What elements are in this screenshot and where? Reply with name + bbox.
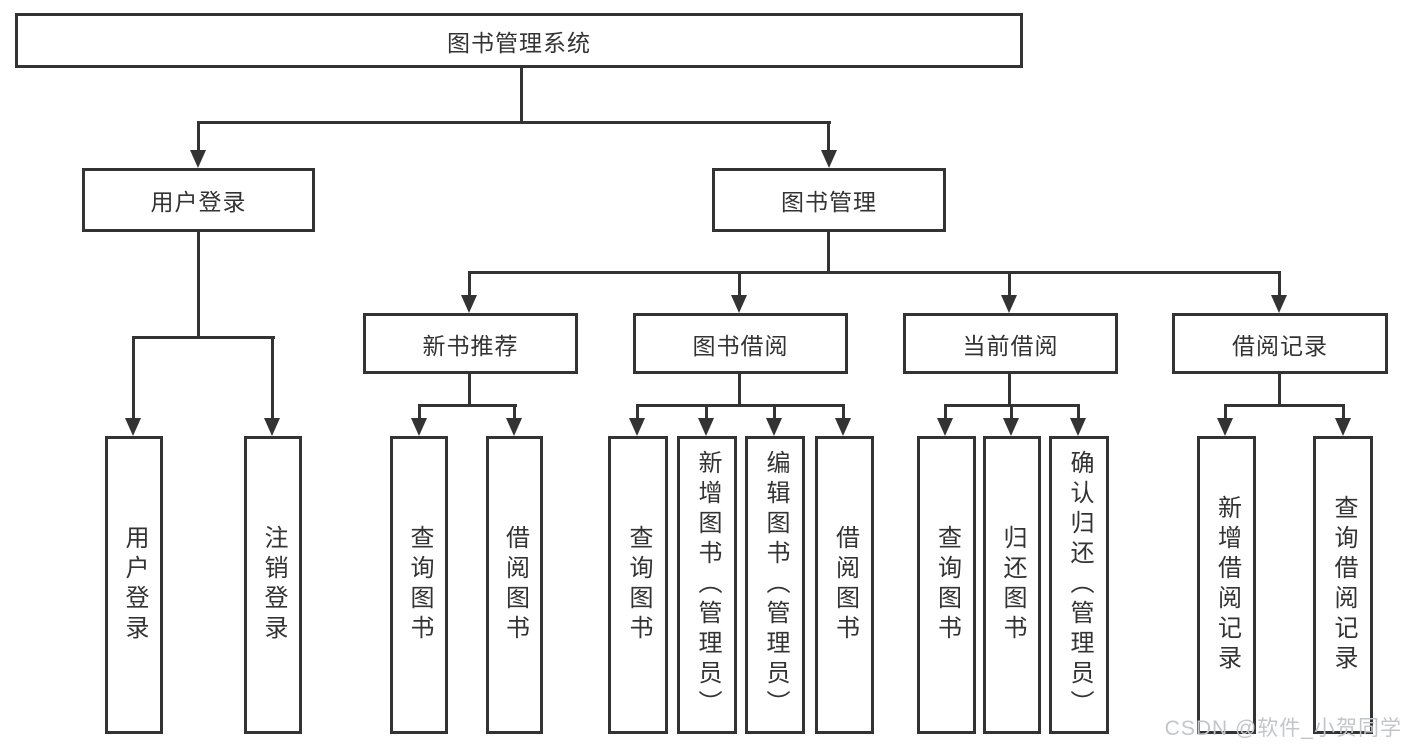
node-current-borrowing-label: 当前借阅 [962, 332, 1059, 359]
node-current-return-books-label: 归还图书 [999, 525, 1026, 645]
arrowhead-down [766, 418, 782, 436]
arrowhead-down [698, 418, 714, 436]
connector-records-stem [1278, 374, 1281, 406]
node-book-management: 图书管理 [712, 168, 946, 232]
node-book-management-label: 图书管理 [781, 189, 877, 215]
arrowhead-down [835, 418, 851, 436]
connector-borrow-4 [842, 404, 845, 419]
node-borrow-add-books-admin: 新增图书（管理员） [677, 436, 737, 734]
node-newrec-query-books-label: 查询图书 [406, 525, 433, 645]
node-newrec-query-books: 查询图书 [390, 436, 448, 734]
connector-newrec-rail [418, 404, 517, 407]
node-book-borrowing-label: 图书借阅 [692, 332, 789, 359]
arrowhead-down [1001, 295, 1017, 313]
connector-to-book-borrowing [738, 271, 741, 296]
connector-current-stem [1008, 374, 1011, 406]
node-current-query-books: 查询图书 [917, 436, 976, 734]
node-newrec-borrow-books-label: 借阅图书 [501, 525, 529, 645]
connector-newrec-right [513, 404, 516, 419]
connector-root-stem [520, 68, 523, 123]
node-newrec-borrow-books: 借阅图书 [486, 436, 543, 734]
node-current-confirm-return-admin-label: 确认归还（管理员） [1066, 450, 1093, 720]
arrowhead-down [264, 418, 280, 436]
connector-to-user-login [197, 121, 200, 151]
node-borrow-edit-books-admin: 编辑图书（管理员） [745, 436, 805, 734]
node-logout-label: 注销登录 [260, 525, 287, 645]
node-new-book-recommend-label: 新书推荐 [422, 332, 519, 359]
connector-records-rail [1224, 404, 1345, 407]
connector-to-new-book-recommend [468, 271, 471, 296]
node-library-system: 图书管理系统 [15, 13, 1023, 68]
node-book-borrowing: 图书借阅 [633, 313, 848, 374]
node-borrowing-records: 借阅记录 [1172, 313, 1388, 374]
node-login-label: 用户登录 [121, 525, 148, 645]
connector-current-2 [1010, 404, 1013, 419]
connector-current-3 [1077, 404, 1080, 419]
connector-level3-rail [468, 271, 1281, 274]
node-logout: 注销登录 [244, 436, 302, 734]
connector-to-current-borrowing [1008, 271, 1011, 296]
node-current-confirm-return-admin: 确认归还（管理员） [1049, 436, 1109, 734]
connector-borrow-3 [773, 404, 776, 419]
node-borrow-edit-books-admin-label: 编辑图书（管理员） [762, 450, 789, 720]
node-borrow-add-books-admin-label: 新增图书（管理员） [694, 450, 721, 720]
connector-records-left [1224, 404, 1227, 419]
arrowhead-down [1335, 418, 1351, 436]
node-library-system-label: 图书管理系统 [447, 29, 591, 56]
connector-newrec-stem [468, 374, 471, 406]
connector-to-logout [271, 336, 274, 418]
node-current-borrowing: 当前借阅 [903, 313, 1118, 374]
connector-user-login-rail [132, 336, 275, 339]
connector-current-1 [944, 404, 947, 419]
node-borrow-query-books-label: 查询图书 [625, 525, 652, 645]
node-user-login: 用户登录 [82, 168, 315, 232]
arrowhead-down [411, 418, 427, 436]
connector-borrow-1 [636, 404, 639, 419]
node-current-return-books: 归还图书 [983, 436, 1041, 734]
arrowhead-down [1070, 418, 1086, 436]
node-current-query-books-label: 查询图书 [933, 525, 961, 645]
node-borrow-query-books: 查询图书 [608, 436, 668, 734]
arrowhead-down [506, 418, 522, 436]
arrowhead-down [190, 150, 206, 168]
arrowhead-down [731, 295, 747, 313]
connector-to-book-management [827, 121, 830, 151]
arrowhead-down [461, 295, 477, 313]
connector-newrec-left [418, 404, 421, 419]
connector-to-login [132, 336, 135, 418]
node-records-query-record: 查询借阅记录 [1313, 436, 1373, 734]
node-new-book-recommend: 新书推荐 [363, 313, 578, 374]
arrowhead-down [125, 418, 141, 436]
connector-to-borrowing-records [1278, 271, 1281, 296]
node-borrow-borrow-books: 借阅图书 [815, 436, 874, 734]
node-records-add-record: 新增借阅记录 [1197, 436, 1256, 734]
csdn-watermark: CSDN @软件_小贺同学 [1164, 717, 1402, 740]
arrowhead-down [1271, 295, 1287, 313]
node-records-add-record-label: 新增借阅记录 [1213, 495, 1241, 675]
connector-records-right [1342, 404, 1345, 419]
arrowhead-down [937, 418, 953, 436]
arrowhead-down [1003, 418, 1019, 436]
node-borrowing-records-label: 借阅记录 [1232, 332, 1328, 359]
connector-book-management-stem [827, 232, 830, 273]
node-user-login-label: 用户登录 [150, 189, 247, 215]
node-borrow-borrow-books-label: 借阅图书 [831, 525, 859, 645]
connector-borrow-stem [738, 374, 741, 406]
connector-borrow-2 [705, 404, 708, 419]
node-records-query-record-label: 查询借阅记录 [1330, 495, 1357, 675]
connector-borrow-rail [636, 404, 845, 407]
arrowhead-down [821, 150, 837, 168]
arrowhead-down [1217, 418, 1233, 436]
connector-user-login-stem [197, 232, 200, 337]
connector-level2-rail [197, 121, 831, 124]
arrowhead-down [629, 418, 645, 436]
node-login: 用户登录 [105, 436, 163, 734]
